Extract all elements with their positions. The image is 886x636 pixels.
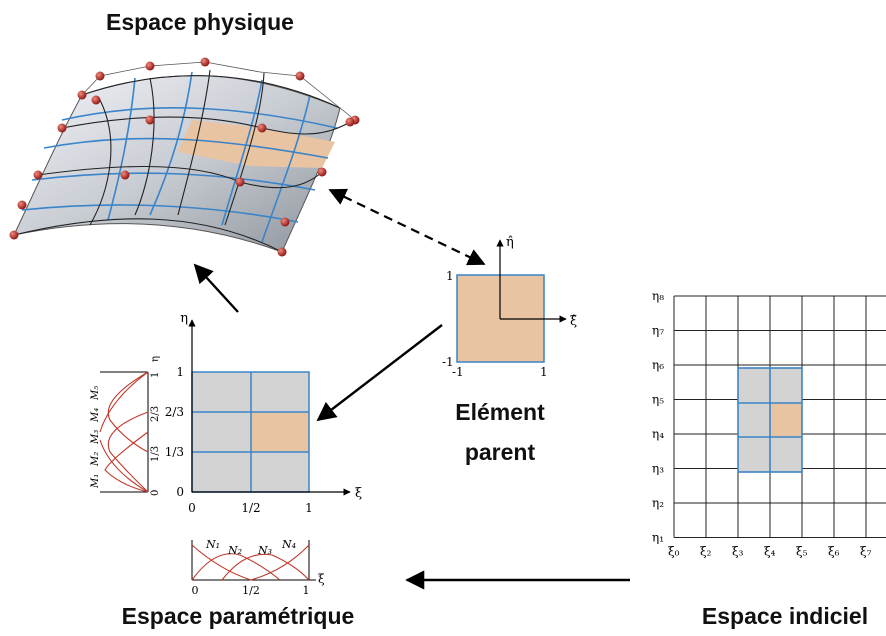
left-tick-2: 2/3 xyxy=(150,406,161,422)
parent-to-parametric-arrow xyxy=(316,324,443,422)
parametric-eta-axis-label: η xyxy=(180,311,188,326)
param-eta-tick-1: 1/3 xyxy=(165,445,184,459)
parent-element-title-line1: Elément xyxy=(455,399,545,425)
index-eta-label-4: η₄ xyxy=(652,427,664,441)
index-space-title: Espace indiciel xyxy=(702,603,868,629)
basis-m4: M₄ xyxy=(90,408,101,423)
parametric-space-title: Espace paramétrique xyxy=(122,603,355,629)
left-axis-label: η xyxy=(150,356,161,362)
index-xi-label-1: ξ₂ xyxy=(700,545,712,559)
param-xi-tick-0: 0 xyxy=(188,501,196,515)
index-eta-label-1: η₁ xyxy=(652,531,664,545)
index-xi-label-3: ξ₄ xyxy=(764,545,776,559)
bottom-tick-2: 1 xyxy=(303,584,310,597)
index-xi-label-2: ξ₃ xyxy=(732,545,744,559)
parent-xi-axis-label: ξ̂ xyxy=(570,314,577,329)
bottom-axis-label: ξ xyxy=(318,572,325,586)
parent-eta-axis-label: η̂ xyxy=(506,235,514,250)
param-xi-tick-2: 1 xyxy=(305,501,313,515)
bottom-tick-1: 1/2 xyxy=(242,584,260,597)
basis-n3: N₃ xyxy=(257,544,272,557)
bottom-basis-functions: N₁ N₂ N₃ N₄ 0 1/2 1 ξ xyxy=(191,538,325,597)
dashed-mapping-arrow xyxy=(328,188,486,266)
basis-n1: N₁ xyxy=(205,538,220,551)
basis-n2: N₂ xyxy=(227,544,242,557)
parent-tick-bottom: -1 xyxy=(442,355,454,369)
control-points xyxy=(9,57,360,257)
param-eta-tick-3: 1 xyxy=(176,365,184,379)
index-eta-label-8: η₈ xyxy=(652,289,664,303)
index-highlighted-element xyxy=(770,403,802,437)
physical-highlighted-element xyxy=(178,120,335,168)
physical-surface xyxy=(9,57,360,257)
param-eta-tick-0: 0 xyxy=(176,485,184,499)
basis-m2: M₂ xyxy=(90,452,101,467)
param-eta-tick-2: 2/3 xyxy=(165,405,184,419)
index-xi-label-0: ξ₀ xyxy=(668,545,680,559)
basis-n4: N₄ xyxy=(281,538,296,551)
basis-m1: M₁ xyxy=(90,474,101,489)
left-tick-1: 1/3 xyxy=(150,446,161,462)
parametric-xi-axis-label: ξ xyxy=(355,486,362,501)
parent-tick-top: 1 xyxy=(446,269,454,283)
left-tick-3: 1 xyxy=(150,372,161,378)
physical-space-title: Espace physique xyxy=(106,9,294,35)
parametric-to-physical-arrow xyxy=(193,263,239,313)
index-space: η₁ η₂ η₃ η₄ η₅ η₆ η₇ η₈ ξ₀ ξ₂ ξ₃ ξ₄ ξ₅ ξ₆ ξ₇ xyxy=(652,289,886,559)
index-xi-label-6: ξ₇ xyxy=(860,545,872,559)
bottom-tick-0: 0 xyxy=(192,584,199,597)
parametric-space: η ξ 0 1/3 2/3 1 0 1/2 1 xyxy=(165,311,362,515)
index-eta-label-7: η₇ xyxy=(652,324,664,338)
basis-m3: M₃ xyxy=(90,430,101,445)
param-xi-tick-1: 1/2 xyxy=(241,501,260,515)
index-eta-label-5: η₅ xyxy=(652,393,664,407)
parametric-highlighted-element xyxy=(251,412,309,452)
parent-tick-left: -1 xyxy=(452,365,464,379)
index-xi-label-4: ξ₅ xyxy=(796,545,808,559)
parent-element: η̂ ξ̂ 1 -1 -1 1 xyxy=(442,235,577,379)
index-xi-label-5: ξ₆ xyxy=(828,545,840,559)
left-basis-functions: M₁ M₂ M₃ M₄ M₅ 0 1/3 2/3 1 η xyxy=(90,356,161,496)
parent-tick-right: 1 xyxy=(540,365,548,379)
basis-m5: M₅ xyxy=(90,386,101,401)
index-eta-label-6: η₆ xyxy=(652,358,664,372)
index-eta-label-3: η₃ xyxy=(652,462,664,476)
left-tick-0: 0 xyxy=(150,490,161,496)
index-eta-label-2: η₂ xyxy=(652,496,664,510)
parent-element-title-line2: parent xyxy=(465,439,536,465)
